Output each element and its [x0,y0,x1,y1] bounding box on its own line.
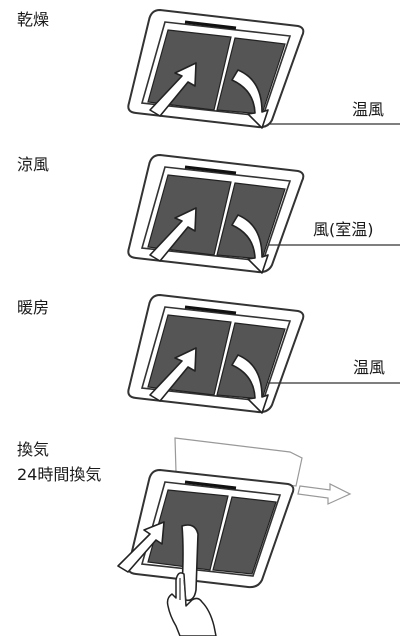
exhaust-arrow-icon [297,483,352,505]
diagram-dry [0,0,409,140]
mode-label-ventilation: 換気 [17,440,50,459]
filter-right [212,496,277,575]
intake-arrow-icon [117,521,165,573]
airflow-stream-icon [181,524,199,602]
intake-arrow-icon [149,207,197,262]
diagram-ventilation [0,430,409,636]
outflow-arrow-icon [231,214,269,274]
flow-label-warm-air-heat: 温風 [353,358,386,377]
vent-illustration-heat [127,293,400,414]
diagram-heat [0,285,409,425]
flow-label-warm-air: 温風 [352,100,385,119]
vent-illustration-cool [127,153,400,274]
mode-label-24h-ventilation: 24時間換気 [17,465,102,484]
vent-illustration-ventilation [117,437,352,636]
vent-illustration-dry [127,8,400,129]
diagram-cool [0,145,409,285]
outflow-arrow-icon [231,354,269,414]
mode-label-heat: 暖房 [17,298,50,317]
intake-arrow-icon [149,62,197,117]
intake-arrow-icon [149,347,197,402]
mode-label-dry: 乾燥 [17,10,50,29]
mode-label-cool: 涼風 [17,155,50,174]
flow-label-room-temp-air: 風(室温) [313,220,374,239]
ceiling-unit-box [174,437,303,487]
outflow-arrow-icon [231,69,269,129]
